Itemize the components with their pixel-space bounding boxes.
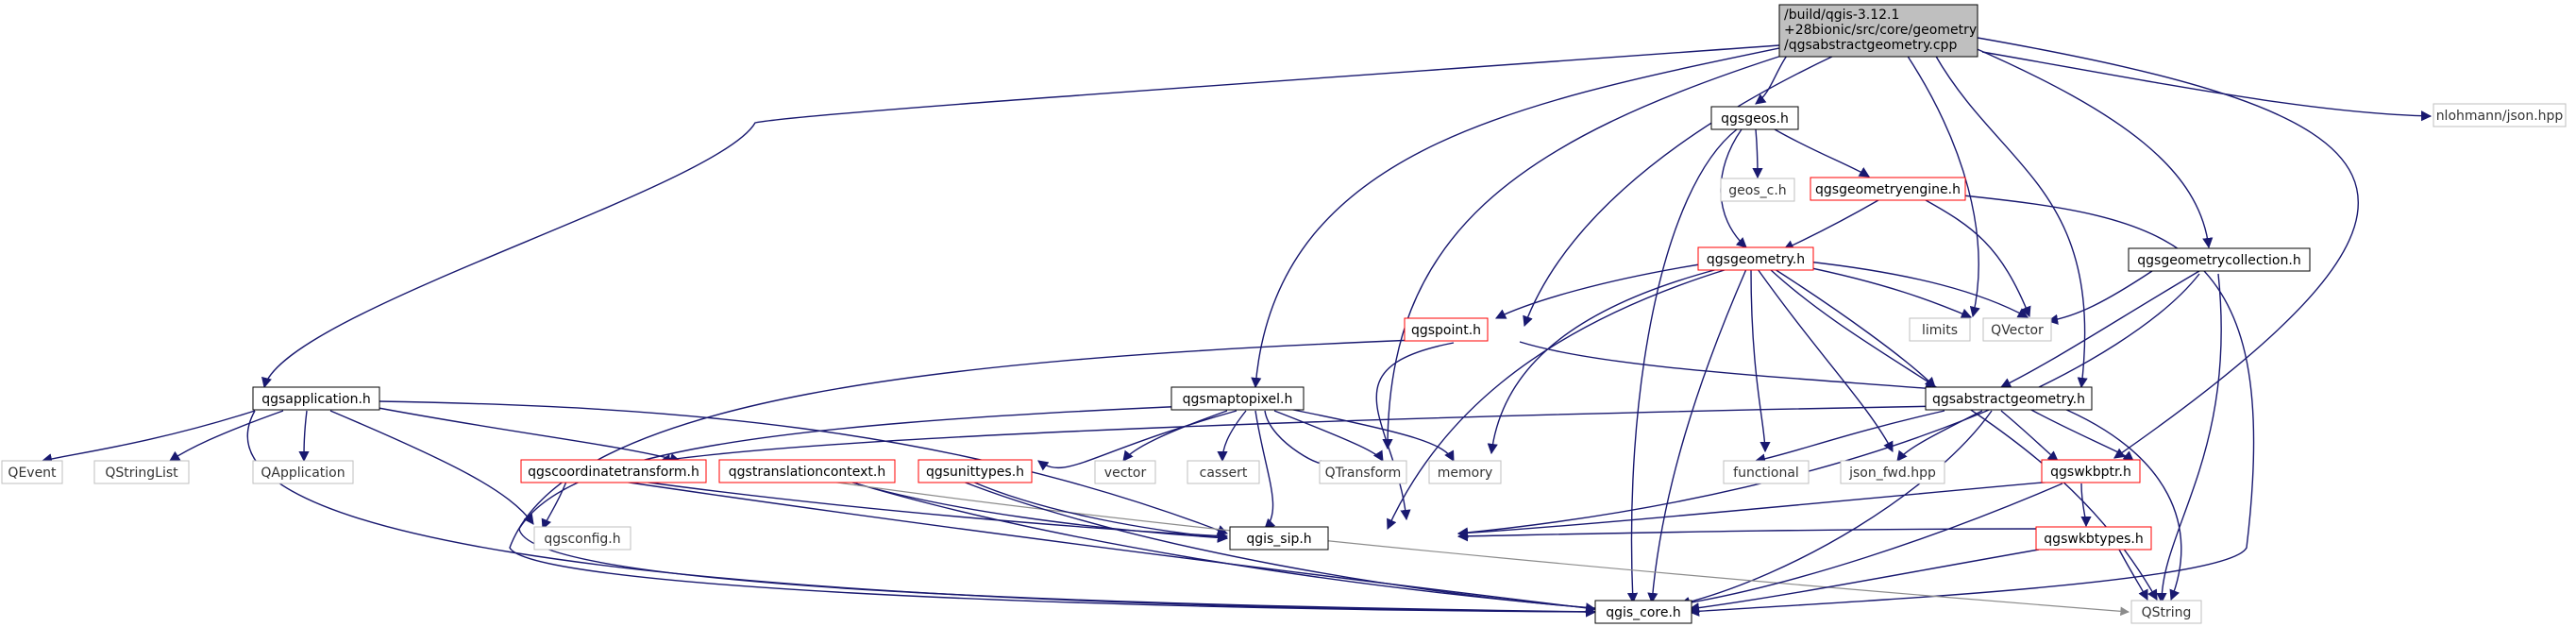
graph-node-qvector[interactable]: QVector — [1982, 317, 2052, 342]
svg-text:QStringList: QStringList — [105, 466, 178, 481]
svg-text:qgsmaptopixel.h: qgsmaptopixel.h — [1183, 392, 1293, 407]
svg-text:geos_c.h: geos_c.h — [1728, 183, 1786, 198]
graph-node-qgspoint-h[interactable]: qgspoint.h — [1404, 317, 1489, 342]
svg-text:qgsabstractgeometry.h: qgsabstractgeometry.h — [1932, 392, 2085, 407]
graph-node-qtransform[interactable]: QTransform — [1319, 460, 1407, 484]
graph-node-qgswkbptr-h[interactable]: qgswkbptr.h — [2041, 459, 2141, 483]
svg-text:limits: limits — [1922, 323, 1958, 338]
graph-node-json-fwd-hpp[interactable]: json_fwd.hpp — [1840, 460, 1945, 484]
svg-text:qgsconfig.h: qgsconfig.h — [544, 532, 620, 547]
graph-node-cassert[interactable]: cassert — [1187, 460, 1260, 484]
svg-text:QTransform: QTransform — [1325, 466, 1402, 481]
root-label-line2: +28bionic/src/core/geometry — [1784, 23, 1977, 38]
svg-text:QApplication: QApplication — [261, 466, 345, 481]
svg-text:QEvent: QEvent — [8, 466, 57, 481]
svg-text:QString: QString — [2142, 605, 2192, 620]
svg-text:qgspoint.h: qgspoint.h — [1411, 323, 1481, 338]
graph-node-qevent[interactable]: QEvent — [1, 460, 63, 484]
graph-node-qgsgeometryengine-h[interactable]: qgsgeometryengine.h — [1810, 177, 1966, 201]
graph-node-qgsgeos-h[interactable]: qgsgeos.h — [1710, 106, 1799, 130]
graph-node-vector[interactable]: vector — [1094, 460, 1156, 484]
graph-node-nlohmann-json-hpp[interactable]: nlohmann/json.hpp — [2433, 103, 2567, 127]
graph-node-qgswkbtypes-h[interactable]: qgswkbtypes.h — [2035, 526, 2152, 551]
svg-text:json_fwd.hpp: json_fwd.hpp — [1848, 466, 1936, 481]
svg-text:qgsgeos.h: qgsgeos.h — [1721, 111, 1789, 127]
svg-text:functional: functional — [1733, 466, 1799, 481]
graph-node-qgis-core-h[interactable]: qgis_core.h — [1594, 600, 1692, 624]
graph-node-qstringlist[interactable]: QStringList — [93, 460, 190, 484]
svg-text:qgswkbtypes.h: qgswkbtypes.h — [2044, 532, 2143, 547]
svg-text:cassert: cassert — [1200, 466, 1248, 481]
graph-node-qgsapplication-h[interactable]: qgsapplication.h — [252, 386, 380, 411]
graph-node-qgstranslationcontext-h[interactable]: qgstranslationcontext.h — [718, 459, 896, 483]
svg-text:qgsgeometrycollection.h: qgsgeometrycollection.h — [2137, 253, 2300, 268]
graph-node-limits[interactable]: limits — [1909, 317, 1971, 342]
graph-node-qstring[interactable]: QString — [2130, 600, 2202, 624]
edges — [41, 37, 2433, 618]
svg-text:qgsunittypes.h: qgsunittypes.h — [926, 465, 1024, 480]
svg-text:qgsgeometryengine.h: qgsgeometryengine.h — [1815, 182, 1961, 197]
graph-node-qgsgeometrycollection-h[interactable]: qgsgeometrycollection.h — [2128, 247, 2311, 272]
graph-node-qgsgeometry-h[interactable]: qgsgeometry.h — [1697, 246, 1814, 271]
svg-text:QVector: QVector — [1991, 323, 2044, 338]
svg-text:qgsgeometry.h: qgsgeometry.h — [1707, 252, 1805, 267]
svg-text:nlohmann/json.hpp: nlohmann/json.hpp — [2436, 109, 2564, 124]
graph-node-qapplication[interactable]: QApplication — [252, 460, 354, 484]
svg-text:qgscoordinatetransform.h: qgscoordinatetransform.h — [528, 465, 699, 480]
root-label-line3: /qgsabstractgeometry.cpp — [1784, 38, 1957, 53]
graph-node-qgis-sip-h[interactable]: qgis_sip.h — [1229, 526, 1329, 551]
graph-node-memory[interactable]: memory — [1428, 460, 1502, 484]
svg-text:qgis_sip.h: qgis_sip.h — [1246, 532, 1311, 547]
graph-node-qgsmaptopixel-h[interactable]: qgsmaptopixel.h — [1170, 386, 1305, 411]
graph-node-qgscoordinatetransform-h[interactable]: qgscoordinatetransform.h — [520, 459, 707, 483]
nodes: /build/qgis-3.12.1 +28bionic/src/core/ge… — [1, 4, 2567, 624]
svg-text:qgsapplication.h: qgsapplication.h — [261, 392, 371, 407]
svg-text:memory: memory — [1438, 466, 1493, 481]
svg-text:qgis_core.h: qgis_core.h — [1606, 605, 1681, 620]
root-label-line1: /build/qgis-3.12.1 — [1784, 8, 1899, 23]
graph-node-qgsabstractgeometry-h[interactable]: qgsabstractgeometry.h — [1925, 386, 2093, 411]
graph-node-functional[interactable]: functional — [1723, 460, 1810, 484]
svg-text:vector: vector — [1104, 466, 1147, 481]
graph-node-qgsconfig-h[interactable]: qgsconfig.h — [533, 526, 631, 551]
graph-node-root[interactable]: /build/qgis-3.12.1 +28bionic/src/core/ge… — [1778, 4, 1978, 58]
graph-node-geos-c-h[interactable]: geos_c.h — [1720, 178, 1795, 202]
svg-text:qgswkbptr.h: qgswkbptr.h — [2050, 465, 2131, 480]
graph-node-qgsunittypes-h[interactable]: qgsunittypes.h — [918, 459, 1033, 483]
svg-text:qgstranslationcontext.h: qgstranslationcontext.h — [729, 465, 885, 480]
